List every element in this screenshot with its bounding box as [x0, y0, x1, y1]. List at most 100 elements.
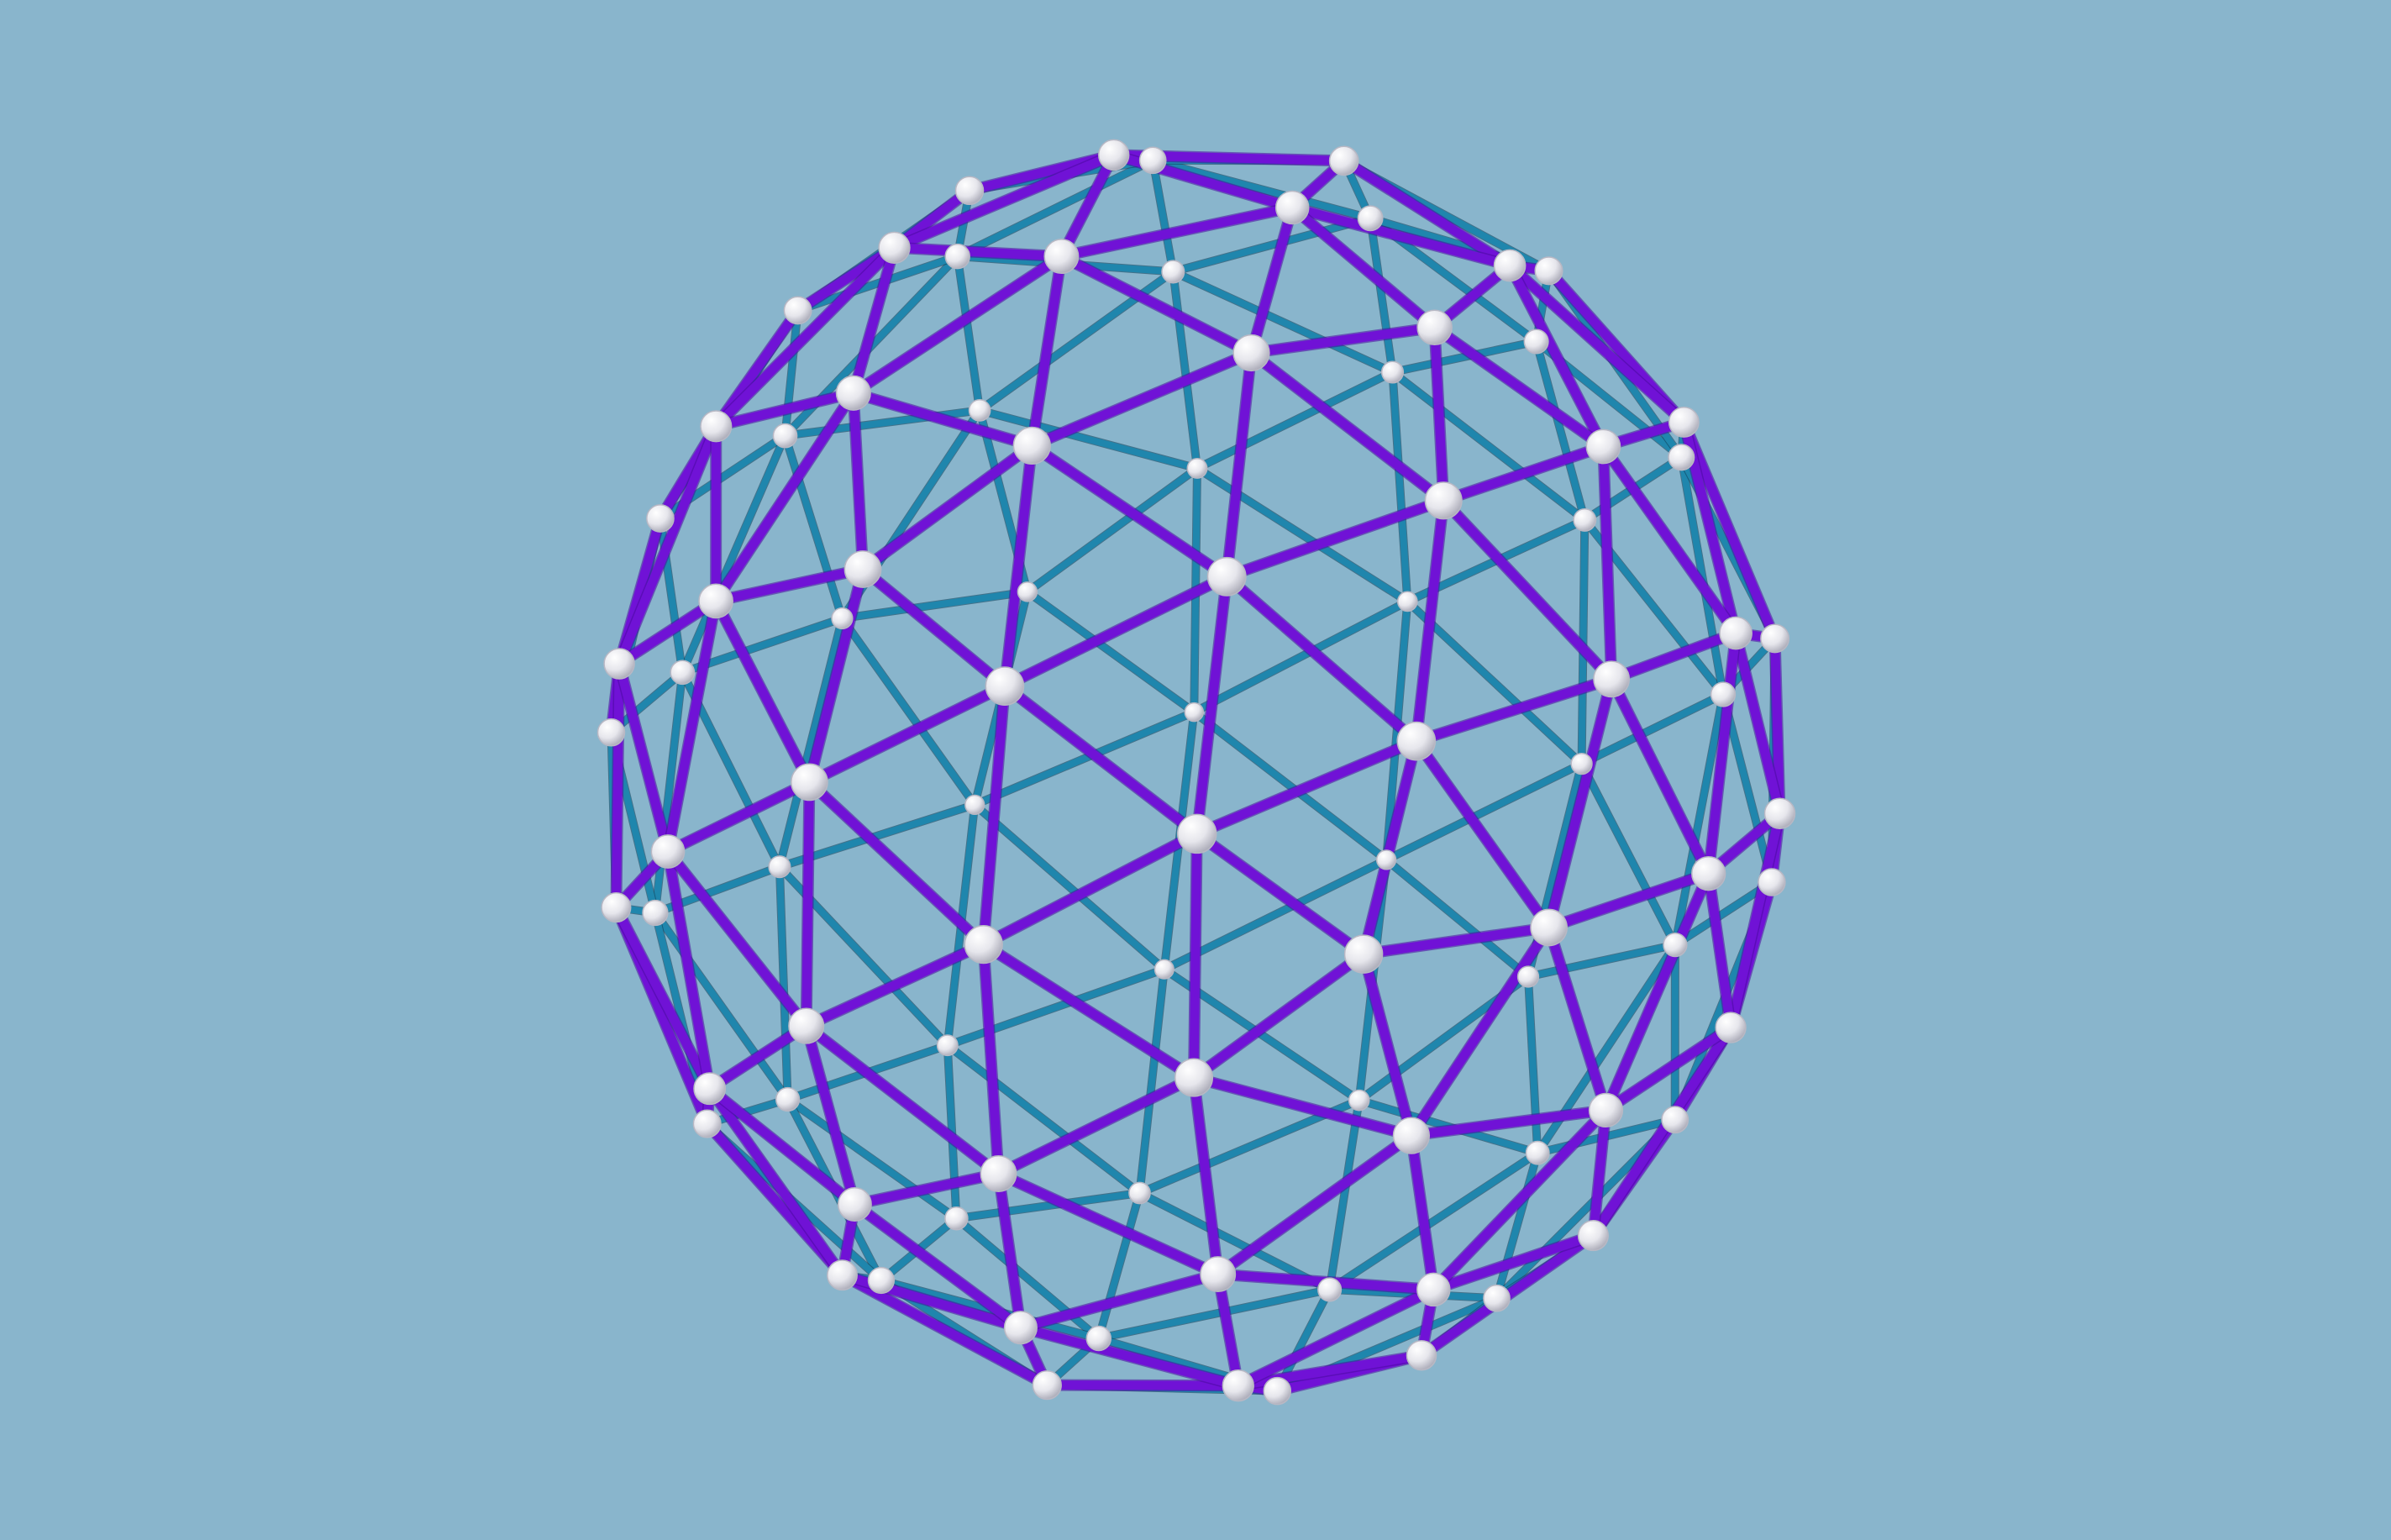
sphere-node-icon — [1232, 334, 1270, 372]
sphere-node-icon — [1396, 591, 1418, 612]
sphere-node-icon — [1357, 205, 1384, 232]
sphere-node-icon — [1763, 797, 1796, 829]
front-strut — [801, 939, 989, 1031]
sphere-node-icon — [646, 504, 675, 533]
sphere-node-icon — [843, 550, 882, 588]
sphere-node-icon — [1760, 623, 1790, 654]
sphere-node-icon — [944, 243, 970, 270]
sphere-node-icon — [775, 1086, 801, 1112]
front-strut — [1287, 202, 1440, 333]
sphere-node-icon — [1570, 752, 1593, 775]
sphere-node-icon — [1663, 932, 1688, 958]
front-strut — [705, 1021, 812, 1094]
back-strut — [1095, 1190, 1143, 1342]
sphere-node-icon — [768, 855, 791, 879]
back-strut — [1136, 1190, 1333, 1293]
sphere-node-icon — [1661, 1106, 1689, 1134]
front-strut — [1588, 1105, 1611, 1241]
front-strut — [1000, 440, 1037, 691]
front-strut — [1726, 808, 1784, 1033]
front-strut — [1213, 1131, 1416, 1280]
sphere-node-icon — [968, 399, 991, 422]
sphere-node-icon — [1097, 139, 1130, 171]
back-strut — [1136, 965, 1168, 1196]
front-strut — [1247, 323, 1440, 358]
sphere-node-icon — [1343, 934, 1384, 974]
sphere-node-icon — [1317, 1277, 1343, 1302]
front-strut — [1358, 922, 1554, 959]
back-strut — [651, 909, 791, 1103]
sphere-node-icon — [964, 794, 985, 816]
front-strut — [1222, 571, 1421, 746]
front-strut — [1588, 1022, 1736, 1241]
back-strut — [1493, 1149, 1542, 1302]
front-strut — [804, 681, 1010, 787]
sphere-node-icon — [1222, 1369, 1254, 1402]
back-strut — [1190, 708, 1390, 864]
sphere-node-icon — [1585, 428, 1621, 465]
sphere-node-icon — [1375, 849, 1397, 870]
back-strut — [1367, 214, 1396, 376]
front-strut — [1411, 736, 1554, 933]
sphere-node-icon — [1161, 260, 1185, 284]
front-strut — [1505, 260, 1689, 427]
back-strut — [1525, 941, 1679, 980]
sphere-node-icon — [1577, 1220, 1609, 1252]
front-strut — [1056, 150, 1119, 261]
front-strut — [849, 388, 1037, 450]
front-strut — [1192, 828, 1369, 959]
front-strut — [663, 847, 812, 1031]
back-strut — [1389, 369, 1589, 523]
back-strut — [1326, 1096, 1363, 1293]
front-strut — [1233, 1285, 1438, 1390]
front-strut — [994, 1169, 1223, 1280]
front-strut — [663, 847, 715, 1094]
back-strut — [838, 615, 979, 808]
front-strut — [1606, 674, 1714, 879]
front-strut — [801, 777, 814, 1031]
back-strut — [784, 1096, 960, 1222]
sphere-node-icon — [1003, 1311, 1038, 1345]
back-strut — [651, 669, 686, 917]
sphere-node-icon — [603, 648, 635, 680]
front-strut — [849, 251, 1066, 398]
front-strut — [614, 659, 673, 856]
back-strut — [1404, 597, 1585, 768]
front-strut — [1016, 1322, 1243, 1390]
back-strut — [781, 432, 846, 622]
sphere-node-icon — [1593, 660, 1631, 698]
front-strut — [849, 1169, 1003, 1209]
front-strut — [1192, 571, 1232, 838]
sphere-node-icon — [1200, 1256, 1237, 1293]
front-strut — [614, 421, 721, 669]
sphere-node-icon — [1017, 581, 1038, 602]
sphere-node-icon — [783, 296, 812, 325]
back-strut — [1023, 465, 1201, 596]
front-strut — [705, 1084, 847, 1280]
front-strut — [1287, 202, 1515, 271]
back-strut — [976, 407, 1201, 472]
front-strut — [1000, 681, 1202, 838]
sphere-node-icon — [1525, 1140, 1550, 1165]
back-strut — [1326, 1149, 1542, 1293]
front-strut — [1358, 949, 1416, 1141]
front-strut — [1704, 628, 1741, 879]
node-layer — [596, 139, 1796, 1406]
sphere-node-icon — [944, 1206, 969, 1231]
front-strut — [1770, 633, 1784, 818]
front-strut — [1438, 442, 1608, 506]
front-strut — [979, 939, 1003, 1179]
sphere-node-icon — [1263, 1376, 1292, 1406]
front-strut — [1189, 1073, 1223, 1280]
front-strut — [849, 243, 899, 398]
front-strut — [1056, 202, 1297, 261]
back-strut — [1169, 268, 1201, 472]
back-strut — [1190, 597, 1411, 716]
front-strut — [1189, 949, 1369, 1083]
front-strut — [801, 1021, 859, 1209]
front-strut — [1222, 496, 1448, 581]
sphere-node-icon — [1184, 702, 1205, 723]
front-strut — [1192, 736, 1421, 838]
front-strut — [1544, 922, 1611, 1115]
